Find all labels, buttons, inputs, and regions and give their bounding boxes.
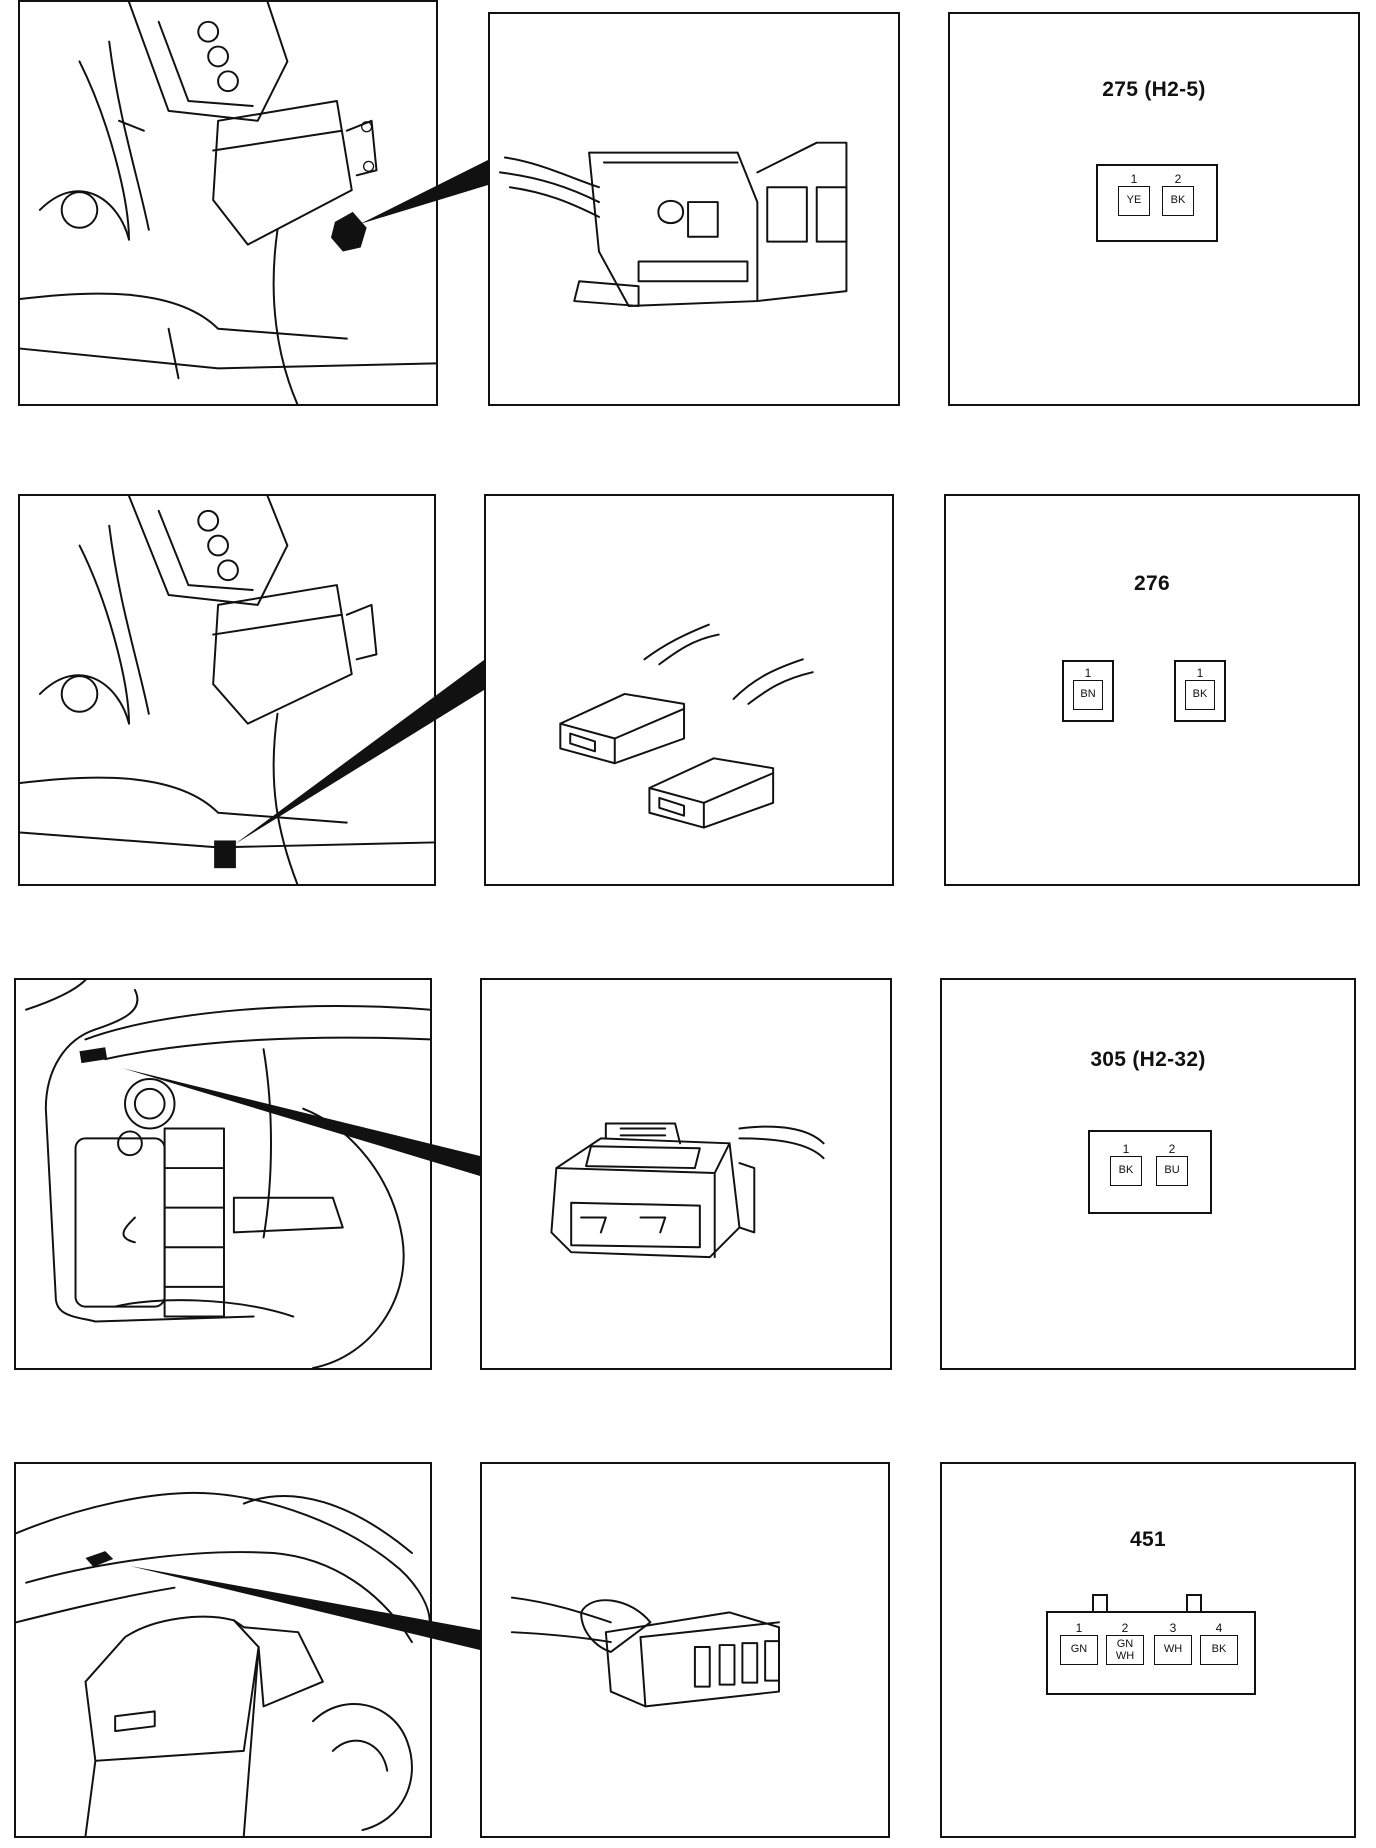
connector-number: 451 bbox=[1130, 1528, 1166, 1551]
pin-number: 1 bbox=[1075, 1621, 1083, 1635]
connector-275-illustration bbox=[498, 141, 848, 307]
vehicle-illustration bbox=[16, 1491, 430, 1836]
wire-color: BU bbox=[1156, 1156, 1188, 1186]
pin-number: 1 bbox=[1122, 1142, 1130, 1156]
location-view-engine-bay-276 bbox=[18, 494, 436, 886]
connector-photo-275 bbox=[488, 12, 900, 406]
wire-color-stripe: WH bbox=[1115, 1650, 1135, 1662]
wire-color: BN bbox=[1073, 680, 1103, 710]
pin-number: 1 bbox=[1196, 666, 1204, 680]
pin: 2 BK bbox=[1162, 172, 1194, 216]
connector-photo-305 bbox=[480, 978, 892, 1370]
pin: 3 WH bbox=[1154, 1621, 1192, 1665]
connector-face: 1 BK bbox=[1174, 660, 1226, 722]
wire-color: BK bbox=[1110, 1156, 1142, 1186]
connector-number: 276 bbox=[1134, 572, 1170, 595]
pin: 1 BK bbox=[1185, 666, 1215, 710]
connector-number: 275 (H2-5) bbox=[1102, 78, 1206, 101]
dashboard-illustration bbox=[25, 980, 430, 1368]
wire-color: GN bbox=[1060, 1635, 1098, 1665]
engine-bay-illustration bbox=[20, 496, 434, 884]
pin: 4 BK bbox=[1200, 1621, 1238, 1665]
connector-276-illustration bbox=[559, 623, 814, 829]
wire-color: BK bbox=[1185, 680, 1215, 710]
pin-number: 2 bbox=[1168, 1142, 1176, 1156]
connector-key bbox=[1186, 1594, 1202, 1612]
pin-number: 1 bbox=[1130, 172, 1138, 186]
location-view-dashboard-305 bbox=[14, 978, 432, 1370]
connector-face-panel-305: 305 (H2-32) 1 BK 2 BU bbox=[940, 978, 1356, 1370]
connector-451-illustration bbox=[510, 1596, 780, 1708]
connector-photo-276 bbox=[484, 494, 894, 886]
wire-color: BK bbox=[1162, 186, 1194, 216]
connector-key bbox=[1092, 1594, 1108, 1612]
pin-number: 2 bbox=[1121, 1621, 1129, 1635]
wire-color: YE bbox=[1118, 186, 1150, 216]
connector-face: 1 YE 2 BK bbox=[1096, 164, 1218, 242]
pin: 1 BN bbox=[1073, 666, 1103, 710]
pin-number: 3 bbox=[1169, 1621, 1177, 1635]
pin: 1 GN bbox=[1060, 1621, 1098, 1665]
connector-number: 305 (H2-32) bbox=[1090, 1048, 1206, 1071]
pin-number: 1 bbox=[1084, 666, 1092, 680]
wire-color: BK bbox=[1200, 1635, 1238, 1665]
pin: 1 BK bbox=[1110, 1142, 1142, 1186]
pin: 2 BU bbox=[1156, 1142, 1188, 1186]
wire-color-primary: GN bbox=[1116, 1638, 1134, 1650]
location-view-engine-bay-275 bbox=[18, 0, 438, 406]
pin-number: 2 bbox=[1174, 172, 1182, 186]
wire-color: WH bbox=[1154, 1635, 1192, 1665]
connector-305-illustration bbox=[550, 1122, 825, 1259]
pin-number: 4 bbox=[1215, 1621, 1223, 1635]
connector-photo-451 bbox=[480, 1462, 890, 1838]
connector-face-panel-276: 276 1 BN 1 BK bbox=[944, 494, 1360, 886]
pin: 1 YE bbox=[1118, 172, 1150, 216]
connector-face: 1 BN bbox=[1062, 660, 1114, 722]
connector-face-panel-275: 275 (H2-5) 1 YE 2 BK bbox=[948, 12, 1360, 406]
connector-face: 1 BK 2 BU bbox=[1088, 1130, 1212, 1214]
engine-bay-illustration bbox=[20, 2, 436, 404]
location-view-vehicle-451 bbox=[14, 1462, 432, 1838]
